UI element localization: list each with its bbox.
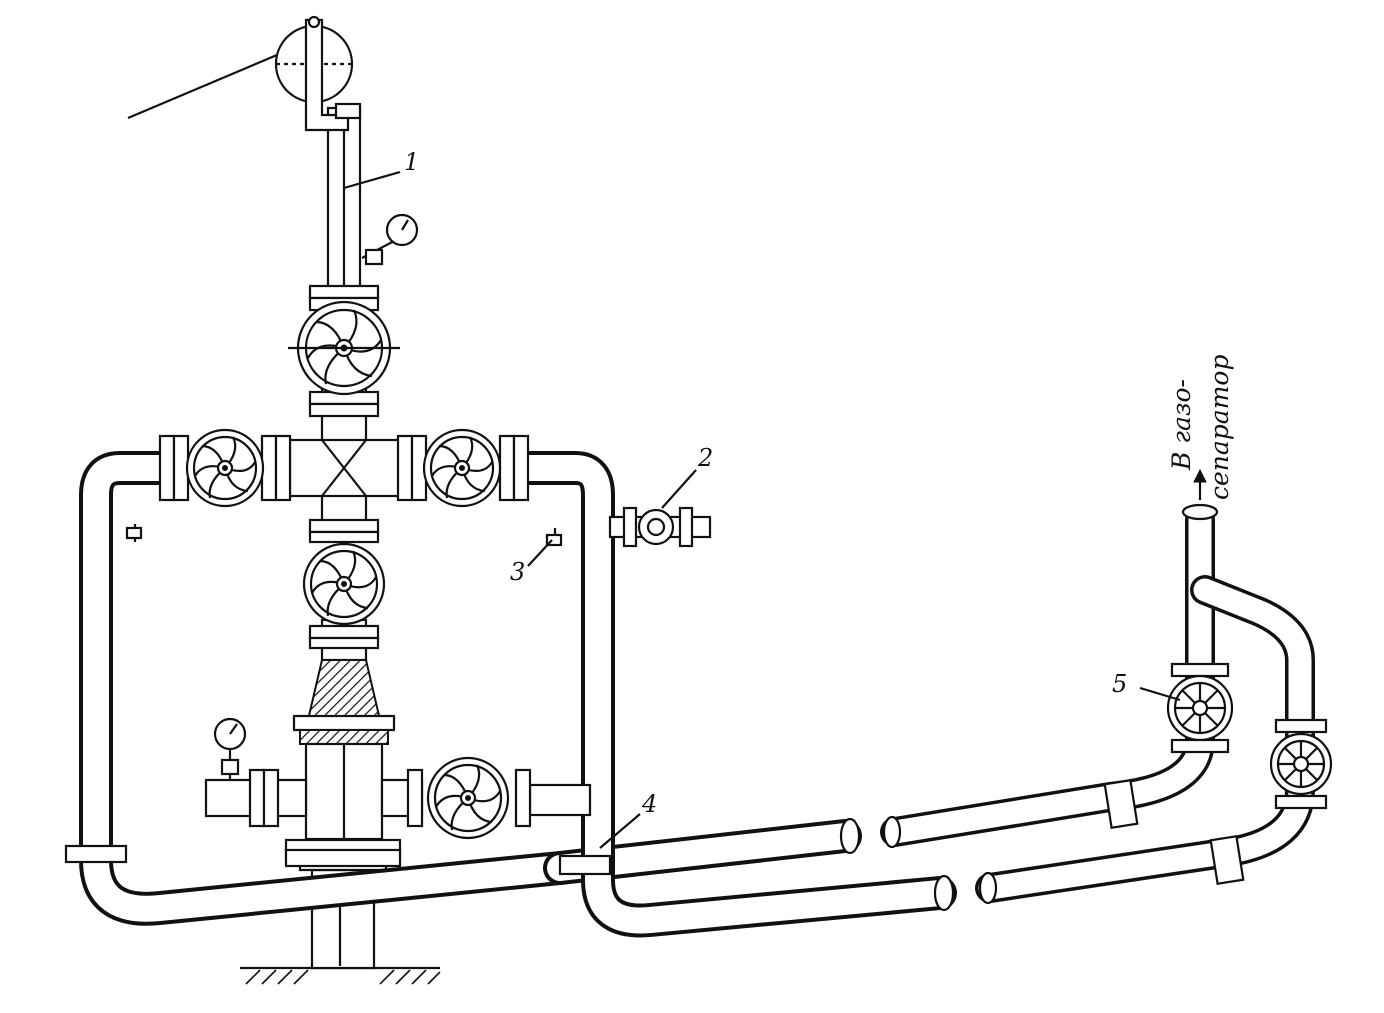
ground: [240, 966, 441, 985]
valve-5: [1166, 662, 1234, 754]
small-valve-2: [608, 506, 712, 548]
stem-flanges: [308, 284, 380, 650]
label-1: 1: [404, 148, 419, 176]
valve-tubing-outlet: [426, 756, 510, 840]
pressure-gauge-bottom: [213, 717, 247, 780]
tubing-head: [292, 659, 396, 841]
sample-valve-left: [125, 526, 143, 540]
right-bypass-line: [508, 451, 957, 938]
label-3: 3: [510, 558, 525, 586]
label-2: 2: [697, 444, 713, 472]
pipe-coupling-left: [64, 844, 128, 864]
flowline-to-separator-a: [880, 503, 1219, 849]
valve-lower-master: [302, 542, 386, 626]
pulley-lubricator: [127, 15, 362, 132]
cross-side-flanges: [158, 434, 530, 502]
left-bypass-line: [64, 451, 577, 926]
destination-line-1: В газо-: [1167, 379, 1196, 471]
lower-side-outlet: [528, 783, 592, 817]
valve-separator-b: [1269, 718, 1333, 810]
destination-note: В газо- сепаратор: [1167, 355, 1234, 500]
pipe-coupling-4: [558, 854, 612, 876]
valve-left-wing: [185, 428, 265, 508]
pressure-gauge-top: [361, 213, 419, 266]
upper-cross: [288, 438, 402, 498]
sample-valve-3: [545, 533, 563, 547]
flowline-to-separator-b: [975, 575, 1315, 905]
valve-right-wing: [422, 428, 502, 508]
leader-lines: [343, 170, 1181, 849]
label-5: 5: [1112, 670, 1127, 698]
destination-line-2: сепаратор: [1205, 355, 1234, 500]
lower-cross: [204, 768, 532, 828]
valve-upper-master: [288, 300, 400, 396]
label-4: 4: [641, 790, 657, 818]
